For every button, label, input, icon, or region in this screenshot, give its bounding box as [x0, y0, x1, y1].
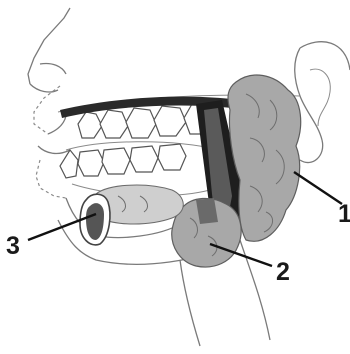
lower-teeth [60, 144, 186, 178]
label-3: 3 [6, 232, 20, 260]
label-1: 1 [338, 200, 350, 228]
pointer-line-1 [294, 172, 342, 204]
label-2: 2 [276, 258, 290, 286]
ear-outline [295, 42, 350, 163]
parotid-gland [228, 75, 301, 241]
